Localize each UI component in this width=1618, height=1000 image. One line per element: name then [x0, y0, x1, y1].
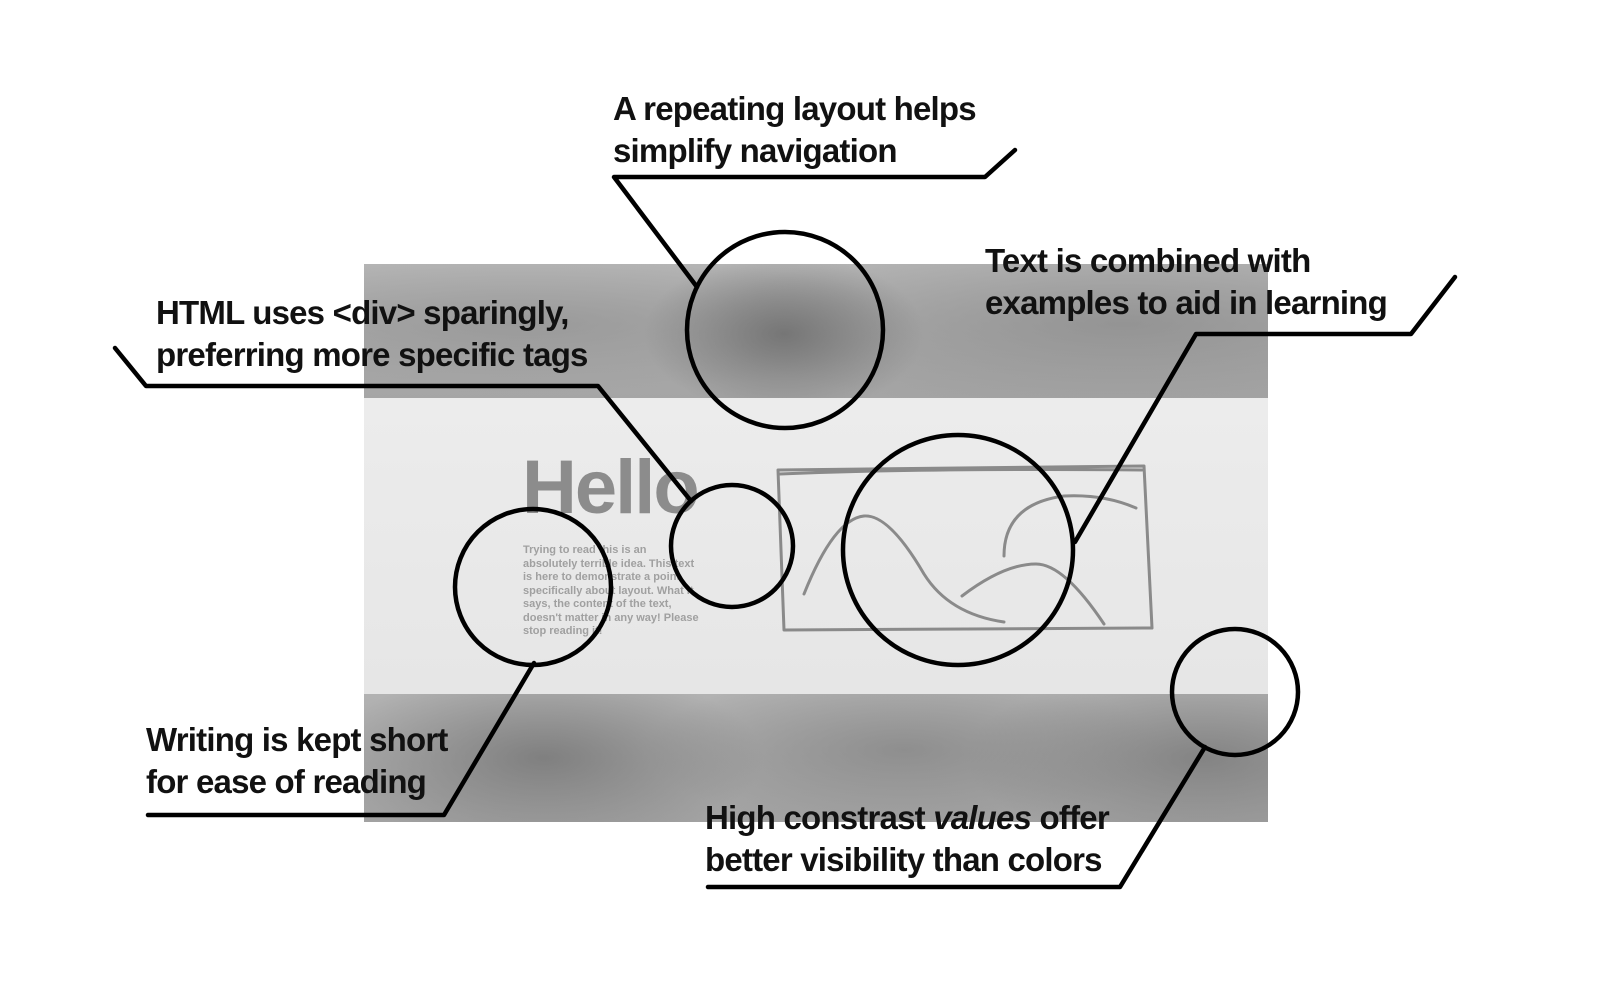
callout-line-examples [1072, 274, 1458, 545]
sketch-sun [1002, 494, 1138, 558]
annotation-repeating-layout: A repeating layout helps simplify naviga… [613, 90, 977, 169]
callout-circle-examples [840, 432, 1076, 668]
callout-line-writing [145, 660, 537, 818]
sketch-hill [960, 562, 1106, 626]
mockup-header-band [364, 264, 1268, 398]
callout-circle-writing [452, 506, 614, 668]
callout-circle-div [668, 482, 796, 610]
annotation-high-contrast: High constrast values offer better visib… [705, 799, 1110, 878]
callout-circle-navigation [684, 229, 886, 431]
image-placeholder-sketch [776, 464, 1154, 632]
mockup-content-band [364, 398, 1268, 694]
mockup-footer-band [364, 694, 1268, 822]
annotation-writing-short: Writing is kept short for ease of readin… [146, 721, 448, 800]
callout-line-div [112, 345, 694, 504]
callout-circle-contrast [1169, 626, 1301, 758]
callout-line-contrast [705, 744, 1208, 890]
annotation-html-div: HTML uses <div> sparingly, preferring mo… [156, 294, 588, 373]
callout-line-navigation [611, 147, 1018, 290]
annotation-text-examples: Text is combined with examples to aid in… [985, 242, 1388, 321]
sketch-frame [776, 464, 1154, 632]
sketch-mountain [802, 514, 1006, 624]
